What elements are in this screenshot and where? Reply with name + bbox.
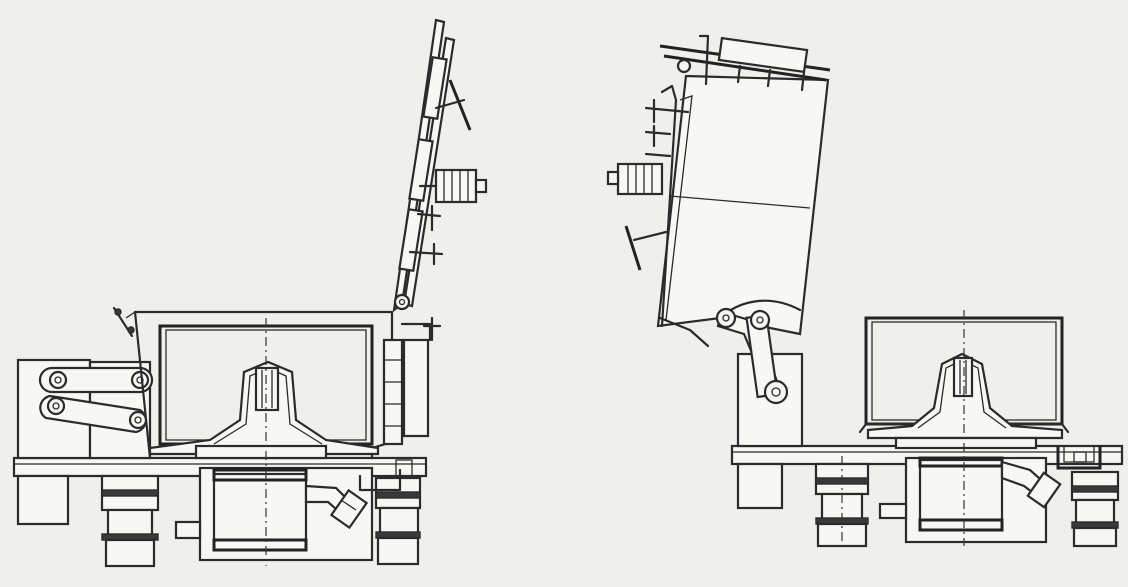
left-lid-motor [418, 168, 488, 204]
right-discharge-pipe [1000, 460, 1062, 509]
left-lid-handle [434, 79, 472, 131]
left-side-piping [358, 322, 432, 492]
right-side-piping [1056, 446, 1102, 470]
right-lid-fittings [644, 98, 690, 158]
right-centrifuge-view [606, 34, 1124, 548]
left-discharge-pipe [304, 484, 369, 530]
right-lid-handle [624, 225, 668, 271]
left-lid-fittings [408, 204, 444, 342]
right-tilted-lid [656, 74, 830, 336]
left-lid-arm [392, 18, 456, 313]
right-cone-hub [866, 352, 1064, 450]
left-link-arms [38, 366, 154, 434]
left-feet [100, 474, 422, 568]
right-lid-motor [606, 162, 664, 196]
right-top-manifold [659, 34, 831, 92]
left-centrifuge-view [12, 18, 488, 568]
right-hinge-links [658, 307, 789, 405]
right-drive-body [878, 456, 1048, 544]
left-cone-hub [148, 360, 380, 460]
